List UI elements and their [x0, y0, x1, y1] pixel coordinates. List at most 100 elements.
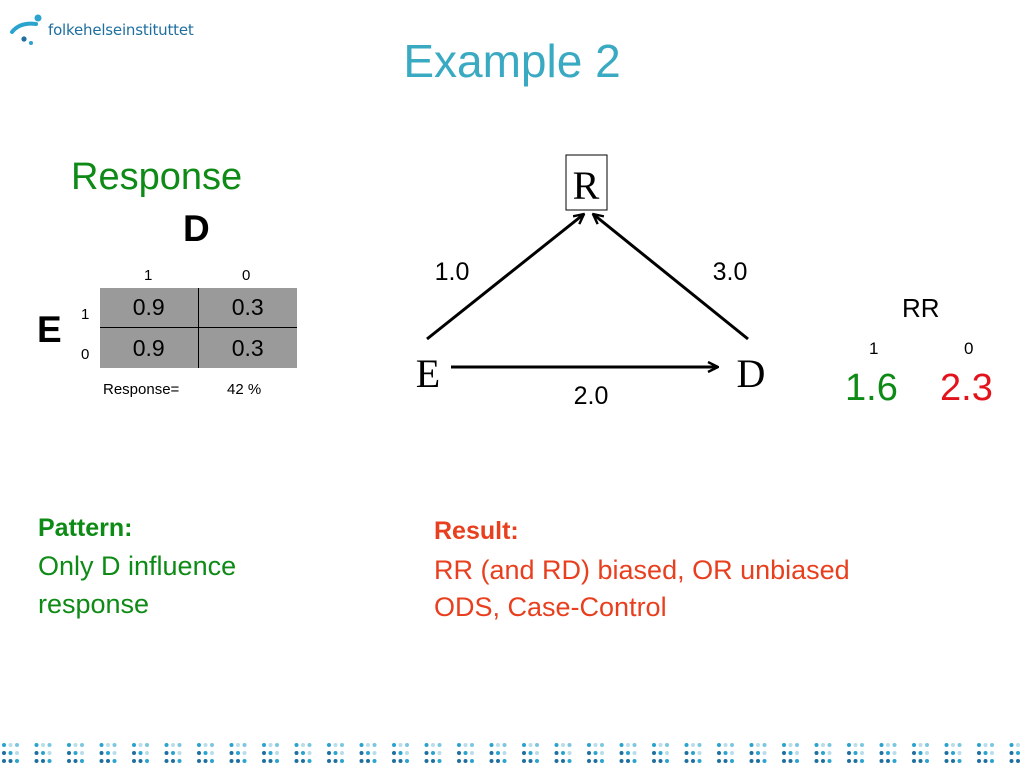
decorative-dot — [106, 751, 110, 755]
decorative-dot — [697, 751, 702, 755]
decorative-dot — [652, 743, 656, 747]
edge-label-e-r: 1.0 — [435, 258, 470, 286]
decorative-dot — [879, 751, 884, 755]
decorative-dot — [470, 759, 474, 763]
decorative-dot — [41, 759, 45, 763]
response-label: Response= — [103, 381, 180, 398]
decorative-dot — [307, 759, 312, 763]
decorative-dot — [359, 751, 364, 755]
decorative-dot — [587, 743, 591, 747]
decorative-dot — [275, 759, 279, 763]
decorative-dot — [925, 759, 929, 763]
decorative-dot — [853, 743, 858, 747]
decorative-dot — [502, 759, 507, 763]
response-value: 42 % — [227, 381, 262, 398]
decorative-dot — [957, 751, 962, 755]
decorative-dot — [626, 743, 630, 747]
decorative-dot — [749, 759, 754, 763]
decorative-dot — [177, 751, 182, 755]
decorative-dot — [977, 743, 981, 747]
decorative-dot — [307, 743, 312, 747]
decorative-dot — [80, 759, 84, 763]
decorative-dot — [502, 743, 507, 747]
decorative-dot — [80, 743, 84, 747]
decorative-dot — [879, 759, 884, 763]
decorative-dot — [788, 743, 793, 747]
decorative-dot — [229, 751, 234, 755]
decorative-dot — [47, 751, 52, 755]
decorative-dot — [567, 743, 572, 747]
decorative-dot — [795, 743, 799, 747]
decorative-dot — [561, 759, 565, 763]
decorative-dot — [138, 751, 143, 755]
decorative-dot — [333, 743, 338, 747]
decorative-dot — [990, 743, 994, 747]
decorative-dot — [15, 743, 19, 747]
table-heading: Response — [71, 156, 243, 198]
decorative-dot — [106, 743, 110, 747]
decorative-dot — [15, 759, 19, 763]
decorative-dot — [164, 751, 169, 755]
row-label-1: 1 — [81, 306, 90, 323]
decorative-dot — [814, 759, 819, 763]
decorative-dot — [762, 759, 767, 763]
decorative-dot — [67, 743, 71, 747]
decorative-dot — [171, 751, 175, 755]
decorative-dot — [756, 743, 760, 747]
decorative-dot — [8, 751, 13, 755]
decorative-dot — [665, 751, 669, 755]
result-text: RR (and RD) biased, OR unbiased — [434, 555, 850, 585]
edge-d-to-r — [593, 214, 749, 341]
decorative-dot — [717, 759, 721, 763]
decorative-dot — [197, 759, 201, 763]
decorative-dot — [853, 759, 858, 763]
decorative-dot — [593, 743, 598, 747]
decorative-dot — [561, 743, 565, 747]
decorative-dot — [34, 751, 39, 755]
decorative-dot — [177, 743, 182, 747]
decorative-dot — [99, 751, 104, 755]
page-title: Example 2 — [403, 35, 621, 87]
decorative-dot — [749, 743, 754, 747]
decorative-dot — [665, 743, 669, 747]
rr-value-0: 2.3 — [940, 367, 993, 409]
rr-title: RR — [902, 293, 940, 323]
decorative-dot — [723, 759, 728, 763]
decorative-dot — [164, 743, 169, 747]
decorative-dot — [8, 759, 13, 763]
decorative-dot — [951, 743, 955, 747]
decorative-dot — [918, 759, 923, 763]
table-cell: 0.3 — [231, 334, 264, 361]
decorative-dot — [112, 743, 117, 747]
decorative-dot — [626, 751, 630, 755]
decorative-dot — [619, 751, 624, 755]
decorative-dot — [717, 751, 721, 755]
decorative-dot — [67, 751, 71, 755]
column-label-1: 1 — [144, 267, 153, 284]
decorative-dot — [626, 759, 630, 763]
decorative-dot — [405, 743, 409, 747]
decorative-dot — [977, 751, 981, 755]
decorative-dot — [782, 759, 786, 763]
decorative-dot — [73, 743, 78, 747]
decorative-dot — [593, 751, 598, 755]
decorative-dot — [983, 751, 988, 755]
decorative-dot — [782, 751, 786, 755]
decorative-dot — [1009, 743, 1014, 747]
decorative-dot — [756, 751, 760, 755]
decorative-dot — [203, 751, 208, 755]
decorative-dot — [242, 751, 247, 755]
decorative-dot — [15, 751, 19, 755]
decorative-dot — [990, 751, 994, 755]
decorative-dot — [171, 759, 175, 763]
decorative-dot — [554, 743, 559, 747]
decorative-dot — [145, 743, 149, 747]
decorative-dot — [496, 759, 500, 763]
decorative-dot — [918, 743, 923, 747]
logo: folkehelseinstituttet — [8, 10, 194, 50]
decorative-dot — [437, 751, 442, 755]
decorative-dot — [307, 751, 312, 755]
decorative-dot — [80, 751, 84, 755]
decorative-dot — [684, 759, 689, 763]
decorative-dot — [301, 751, 305, 755]
